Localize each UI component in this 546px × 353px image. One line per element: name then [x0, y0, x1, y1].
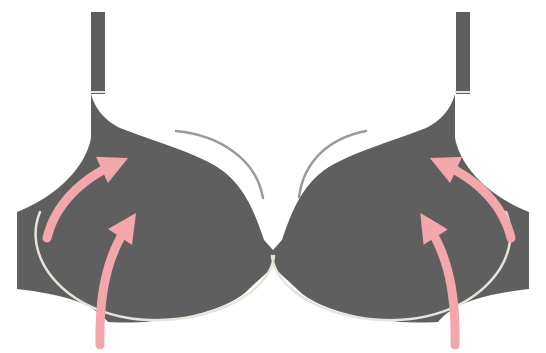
left-strap: [91, 12, 105, 94]
right-strap: [456, 12, 470, 94]
